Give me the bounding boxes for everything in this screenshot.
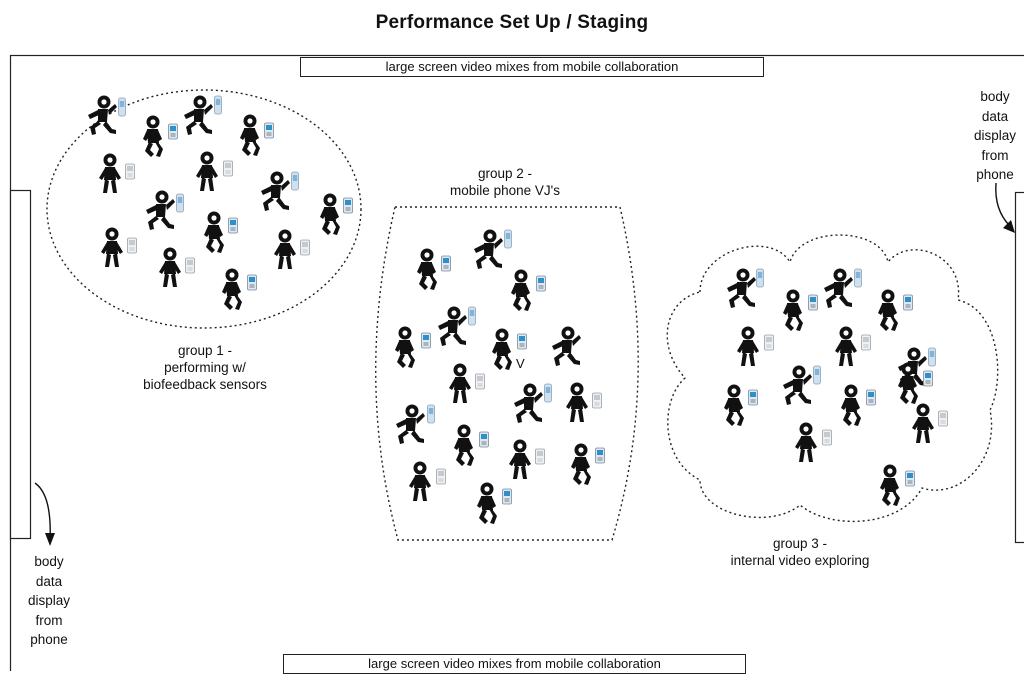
- performer-figure: [261, 172, 299, 212]
- group2-marker: V: [516, 356, 525, 371]
- performer-figure: [159, 248, 195, 288]
- performer-figure: [274, 230, 310, 270]
- explorer-figure: [835, 327, 871, 367]
- vj-figure: [474, 230, 512, 270]
- left-side-screen: [11, 191, 31, 539]
- explorer-figure: [783, 290, 818, 332]
- right-arrow: [996, 183, 1010, 226]
- vj-figure: [417, 249, 451, 291]
- right-side-screen: [1016, 193, 1024, 543]
- right-arrowhead: [1003, 220, 1015, 233]
- explorer-figure: [724, 385, 758, 427]
- explorer-figure: [912, 404, 948, 444]
- group2-label: group 2 - mobile phone VJ's: [395, 165, 615, 199]
- vj-figure: [511, 270, 546, 312]
- group1-figures: [88, 96, 353, 311]
- performer-figure: [196, 152, 233, 192]
- left-arrow: [35, 483, 50, 540]
- left-arrowhead: [45, 533, 55, 546]
- vj-figure: [509, 440, 545, 480]
- performer-figure: [143, 116, 178, 158]
- vj-figure: [396, 405, 435, 445]
- explorer-figure: [795, 423, 832, 463]
- performer-figure: [88, 96, 126, 136]
- explorer-figure: [727, 269, 764, 309]
- right-body-data-label: body data display from phone: [966, 87, 1024, 185]
- performer-figure: [184, 96, 222, 136]
- performer-figure: [240, 115, 274, 157]
- group3-outline: [667, 235, 997, 521]
- explorer-figure: [783, 366, 821, 406]
- top-large-screen: large screen video mixes from mobile col…: [300, 57, 764, 77]
- group3-label: group 3 - internal video exploring: [700, 535, 900, 569]
- group2-figures: [395, 230, 605, 525]
- vj-figure: [514, 384, 552, 424]
- vj-figure: [395, 327, 431, 369]
- explorer-figure: [824, 269, 862, 309]
- group3-figures: [724, 269, 948, 507]
- explorer-figure: [878, 290, 913, 332]
- performer-figure: [99, 154, 135, 194]
- vj-figure: [409, 462, 446, 502]
- vj-figure: [438, 307, 476, 347]
- explorer-figure: [880, 465, 915, 507]
- explorer-figure: [737, 327, 774, 367]
- performer-figure: [222, 269, 257, 311]
- performer-figure: [101, 228, 137, 268]
- vj-figure: [552, 327, 581, 367]
- performer-figure: [320, 194, 353, 236]
- group1-label: group 1 - performing w/ biofeedback sens…: [95, 342, 315, 393]
- performer-figure: [146, 191, 184, 231]
- left-body-data-label: body data display from phone: [20, 552, 78, 650]
- bottom-large-screen: large screen video mixes from mobile col…: [283, 654, 746, 674]
- vj-figure: [449, 364, 485, 404]
- vj-figure: [566, 383, 602, 423]
- vj-figure: [477, 483, 512, 525]
- performer-figure: [204, 212, 238, 254]
- explorer-figure: [841, 385, 876, 427]
- vj-figure: [454, 425, 489, 467]
- vj-figure: [571, 444, 605, 486]
